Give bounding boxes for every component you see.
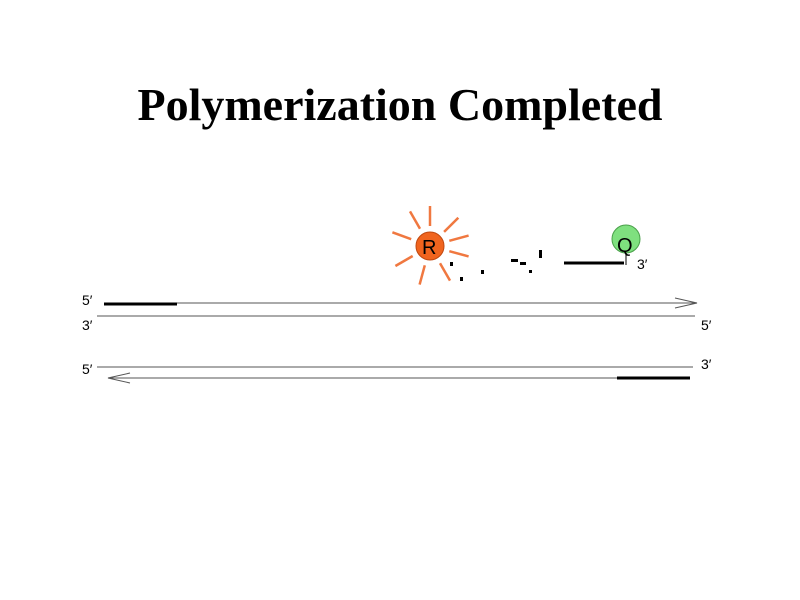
probe-fragment: [450, 262, 453, 266]
bottom-strand: [97, 366, 693, 384]
probe-fragment: [511, 259, 518, 262]
reporter-emission-rays: [391, 206, 469, 285]
emission-ray: [408, 210, 422, 230]
top-left-3prime-label: 3′: [82, 317, 93, 333]
probe-fragment: [460, 277, 463, 281]
emission-ray: [438, 262, 452, 282]
top-right-5prime-label: 5′: [701, 317, 712, 333]
quencher-circle: [611, 224, 641, 254]
probe-fragment: [529, 270, 532, 273]
emission-ray: [418, 264, 427, 285]
top-strand: [97, 297, 698, 317]
reporter-circle: [415, 231, 445, 261]
bottom-left-5prime-label: 5′: [82, 361, 93, 377]
emission-ray: [448, 249, 469, 258]
probe-3prime-label: 3′: [637, 256, 648, 272]
emission-ray: [394, 254, 414, 268]
reporter-label: R: [422, 237, 436, 259]
probe-fragment: [520, 262, 526, 265]
emission-ray: [443, 216, 460, 233]
top-strand-arrowhead: [674, 297, 698, 309]
top-left-5prime-label: 5′: [82, 292, 93, 308]
probe-fragment: [481, 270, 484, 274]
quencher-label: Q: [617, 235, 633, 257]
emission-ray: [391, 231, 412, 241]
bottom-right-3prime-label: 3′: [701, 356, 712, 372]
page-title: Polymerization Completed: [137, 79, 663, 130]
probe-fragment: [539, 250, 542, 258]
emission-ray: [448, 234, 469, 243]
cleaved-probe-fragments: [450, 250, 542, 281]
bottom-strand-arrowhead: [107, 372, 131, 384]
